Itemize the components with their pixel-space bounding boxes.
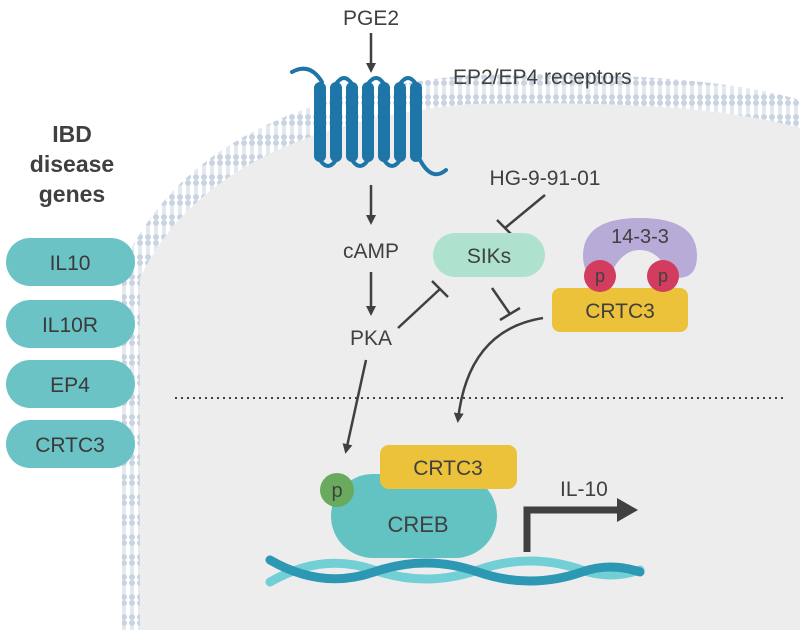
ibd-gene-sidebar: IBD disease genes IL10 IL10R EP4 CRTC3 (6, 121, 135, 468)
gene-label-il10: IL10 (50, 252, 91, 275)
transcription-start-arrow (523, 506, 622, 552)
cytoplasmic-crtc3-node (552, 288, 688, 332)
gene-label-ep4: EP4 (50, 374, 90, 397)
phospho-label-2: p (658, 266, 668, 286)
sidebar-title-line-3: genes (39, 181, 105, 207)
creb-phospho-site (320, 473, 354, 507)
nuclear-crtc3-label: CRTC3 (413, 457, 483, 480)
pge2-label: PGE2 (343, 7, 399, 30)
siks-inhibit-bar (499, 306, 521, 322)
phospho-site-1 (584, 260, 616, 292)
crtc3-translocation-arrow (453, 316, 544, 423)
phospho-label-1: p (595, 266, 605, 286)
gene-pill-ep4 (6, 360, 135, 408)
phospho-site-2 (647, 260, 679, 292)
gene-label-crtc3: CRTC3 (35, 434, 105, 457)
siks-inhibit-line (490, 287, 512, 315)
fourteen-three-three-label: 14-3-3 (611, 226, 669, 248)
creb-label: CREB (387, 512, 448, 537)
ep-receptor-label: EP2/EP4 receptors (453, 66, 632, 89)
gene-pill-il10r (6, 300, 135, 348)
pka-inhibits-siks-line (397, 288, 441, 329)
dna-helix (265, 555, 645, 587)
siks-node (433, 233, 545, 277)
hg-9-91-01-label: HG-9-91-01 (490, 167, 601, 190)
transcription-arrowhead (617, 498, 638, 522)
camp-label: cAMP (343, 240, 399, 263)
gene-pill-il10 (6, 238, 135, 286)
pka-label: PKA (350, 327, 392, 350)
inhibitor-to-siks-line (504, 194, 546, 229)
creb-phospho-label: p (331, 480, 342, 502)
pka-to-creb-arrow (342, 359, 368, 454)
cytoplasmic-crtc3-label: CRTC3 (585, 300, 655, 323)
sidebar-title-line-2: disease (30, 151, 114, 177)
ep-receptor-icon (290, 66, 448, 177)
sidebar-title-line-1: IBD (52, 121, 92, 147)
pka-inhibits-siks-bar (431, 280, 449, 298)
gene-pill-crtc3 (6, 420, 135, 468)
creb-node (331, 474, 497, 558)
gene-label-il10r: IL10R (42, 314, 98, 337)
nuclear-crtc3-node (380, 445, 517, 489)
siks-label: SIKs (467, 245, 511, 268)
il10-output-label: IL-10 (560, 478, 608, 501)
